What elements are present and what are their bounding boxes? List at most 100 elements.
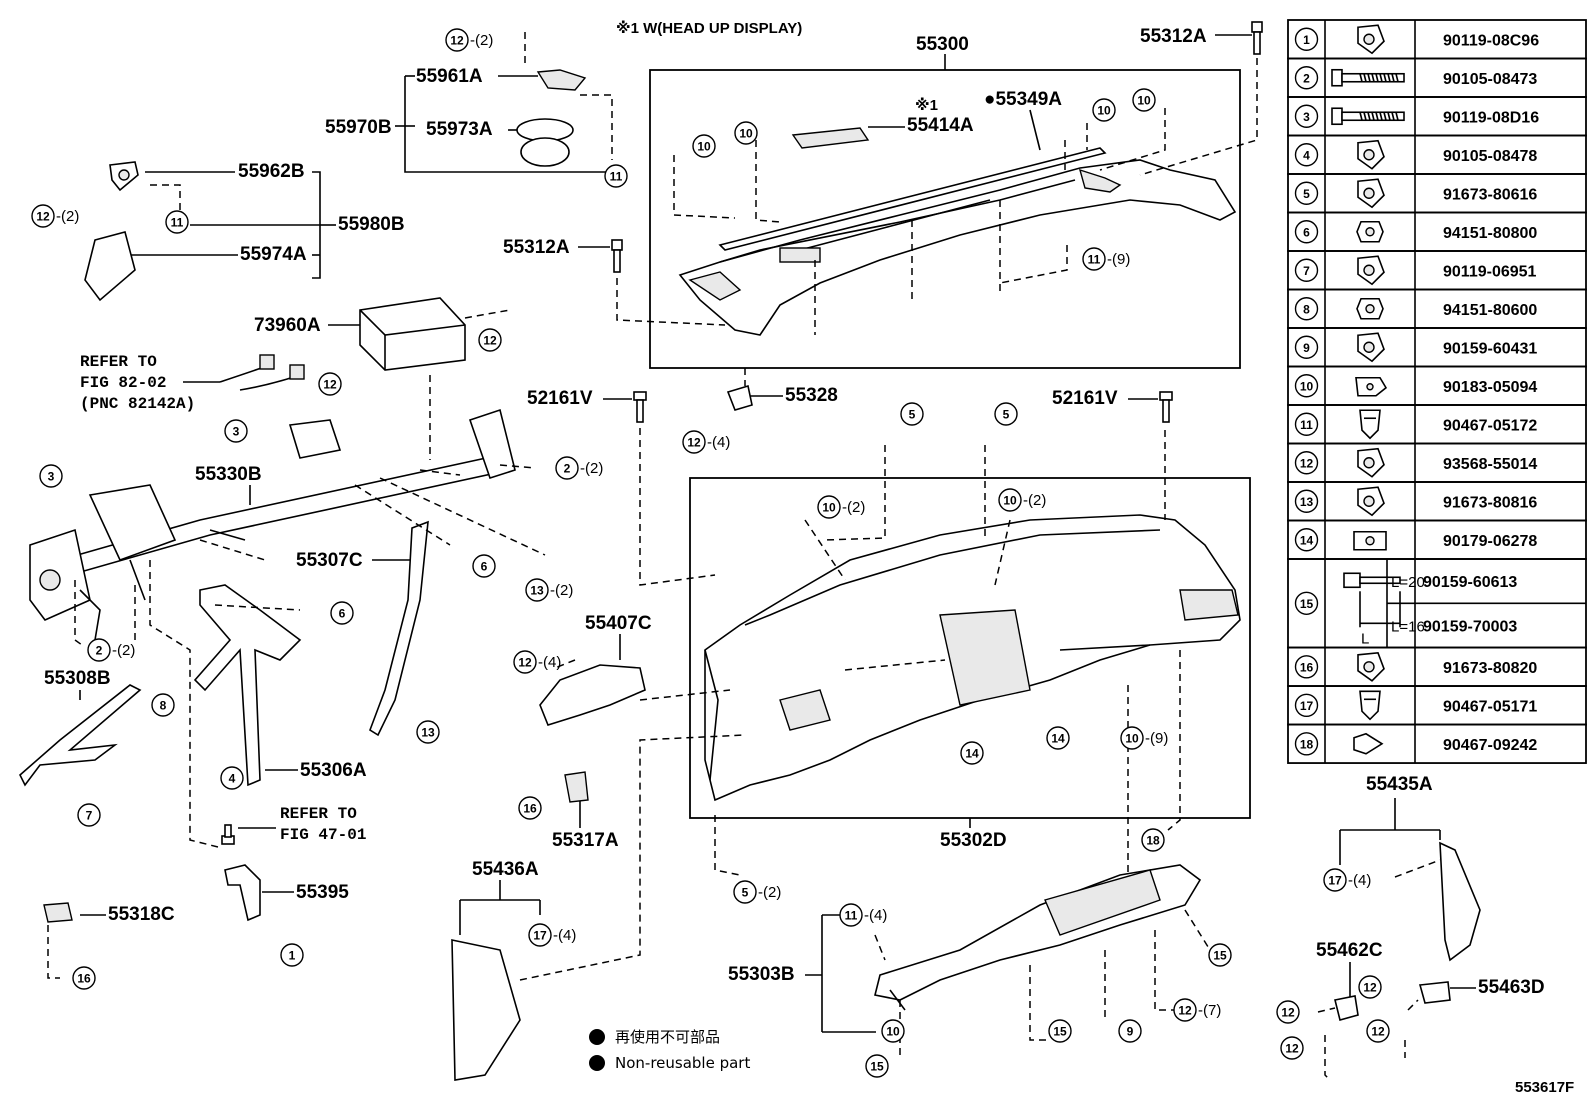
- callout-c4[interactable]: 4: [220, 766, 244, 790]
- brace-55307C[interactable]: [369, 520, 429, 737]
- airbag-harness-connector[interactable]: [219, 354, 305, 391]
- clip-52161V-right[interactable]: [1159, 391, 1173, 423]
- callout-c11-9[interactable]: 11-(9): [1082, 247, 1130, 271]
- cover-55436A[interactable]: [451, 939, 521, 1081]
- callout-c6-a[interactable]: 6: [472, 554, 496, 578]
- label-55414A[interactable]: 55414A: [907, 115, 974, 136]
- callout-c2-2-r[interactable]: 2-(2): [555, 456, 603, 480]
- pad-55318C[interactable]: [43, 902, 73, 923]
- callout-c7[interactable]: 7: [77, 803, 101, 827]
- callout-c17-4-a[interactable]: 17-(4): [528, 923, 576, 947]
- label-52161V-left[interactable]: 52161V: [527, 388, 593, 409]
- callout-c9[interactable]: 9: [1118, 1019, 1142, 1043]
- callout-c12-7[interactable]: 12-(7): [1173, 998, 1221, 1022]
- callout-c12-x4[interactable]: 12: [1366, 1019, 1390, 1043]
- refer-line-2[interactable]: FIG 82-02: [80, 374, 166, 392]
- callout-c3-b[interactable]: 3: [39, 464, 63, 488]
- callout-c15-c[interactable]: 15: [1208, 943, 1232, 967]
- cover-55435A[interactable]: [1439, 841, 1481, 962]
- label-55435A[interactable]: 55435A: [1366, 774, 1433, 795]
- bracket-55308B[interactable]: [19, 684, 142, 787]
- label-55463D[interactable]: 55463D: [1478, 977, 1545, 998]
- label-55317A[interactable]: 55317A: [552, 830, 619, 851]
- label-55462C[interactable]: 55462C: [1316, 940, 1383, 961]
- callout-c6-b[interactable]: 6: [330, 601, 354, 625]
- sensor-55962B[interactable]: [109, 161, 139, 192]
- callout-c12-x1[interactable]: 12: [1276, 1000, 1300, 1024]
- bracket-55306A[interactable]: [193, 584, 302, 787]
- label-73960A[interactable]: 73960A: [254, 315, 321, 336]
- label-52161V-right[interactable]: 52161V: [1052, 388, 1118, 409]
- label-55436A[interactable]: 55436A: [472, 859, 539, 880]
- label-55312A-top[interactable]: 55312A: [1140, 26, 1207, 47]
- callout-c10-e[interactable]: 10: [881, 1019, 905, 1043]
- callout-c5-a[interactable]: 5: [900, 402, 924, 426]
- callout-c14-b[interactable]: 14: [1046, 726, 1070, 750]
- clip-55312A-left[interactable]: [611, 239, 623, 273]
- pad-55317A[interactable]: [564, 771, 589, 803]
- callout-c14-a[interactable]: 14: [960, 741, 984, 765]
- garnish-55407C[interactable]: [539, 664, 646, 726]
- callout-c12-2-left[interactable]: 12-(2): [31, 204, 79, 228]
- clip-52161V-left[interactable]: [633, 391, 647, 423]
- label-55962B[interactable]: 55962B: [238, 161, 305, 182]
- callout-c18[interactable]: 18: [1141, 828, 1165, 852]
- callout-c5-b[interactable]: 5: [994, 402, 1018, 426]
- callout-c1[interactable]: 1: [280, 943, 304, 967]
- callout-c12-x2[interactable]: 12: [1280, 1036, 1304, 1060]
- callout-c8[interactable]: 8: [151, 693, 175, 717]
- callout-c12-airbag-r[interactable]: 12: [478, 328, 502, 352]
- bracket-55328[interactable]: [726, 384, 753, 411]
- label-55349A[interactable]: ●55349A: [984, 89, 1062, 110]
- clip-55463D[interactable]: [1418, 981, 1451, 1004]
- callout-c10-a[interactable]: 10: [692, 134, 716, 158]
- reinforcement-55303B[interactable]: [874, 864, 1202, 1011]
- callout-c11-4[interactable]: 11-(4): [839, 903, 887, 927]
- reinforcement-55330B[interactable]: [29, 408, 516, 641]
- callout-c15-b[interactable]: 15: [865, 1054, 889, 1078]
- callout-c10-2-b[interactable]: 10-(2): [998, 488, 1046, 512]
- clip-55312A-top[interactable]: [1251, 21, 1263, 55]
- instrument-panel-55302D[interactable]: [704, 514, 1241, 802]
- callout-c11-top[interactable]: 11: [604, 164, 628, 188]
- label-55974A[interactable]: 55974A: [240, 244, 307, 265]
- label-55307C[interactable]: 55307C: [296, 550, 363, 571]
- label-55973A[interactable]: 55973A: [426, 119, 493, 140]
- ring-55974A[interactable]: [84, 231, 136, 302]
- callout-c12-airbag-l[interactable]: 12: [318, 372, 342, 396]
- defroster-strip[interactable]: [718, 147, 1107, 251]
- callout-c3-a[interactable]: 3: [224, 419, 248, 443]
- label-55318C[interactable]: 55318C: [108, 904, 175, 925]
- callout-c12-4-55407[interactable]: 12-(4): [513, 650, 561, 674]
- label-55300[interactable]: 55300: [916, 34, 969, 55]
- callout-c15-a[interactable]: 15: [1048, 1019, 1072, 1043]
- label-55302D[interactable]: 55302D: [940, 830, 1007, 851]
- callout-c10-d[interactable]: 10: [1132, 88, 1156, 112]
- label-55330B[interactable]: 55330B: [195, 464, 262, 485]
- callout-c11-mid[interactable]: 11: [165, 210, 189, 234]
- bracket-55395[interactable]: [221, 824, 261, 922]
- label-55970B[interactable]: 55970B: [325, 117, 392, 138]
- label-55306A[interactable]: 55306A: [300, 760, 367, 781]
- clip-55462C[interactable]: [1334, 995, 1359, 1021]
- speaker-grille-55961A[interactable]: [536, 69, 587, 91]
- label-55328[interactable]: 55328: [785, 385, 838, 406]
- callout-c17-4-b[interactable]: 17-(4): [1323, 868, 1371, 892]
- callout-c10-9[interactable]: 10-(9): [1120, 726, 1168, 750]
- ring-55973A-lower[interactable]: [520, 137, 570, 167]
- callout-c16-b[interactable]: 16: [518, 796, 542, 820]
